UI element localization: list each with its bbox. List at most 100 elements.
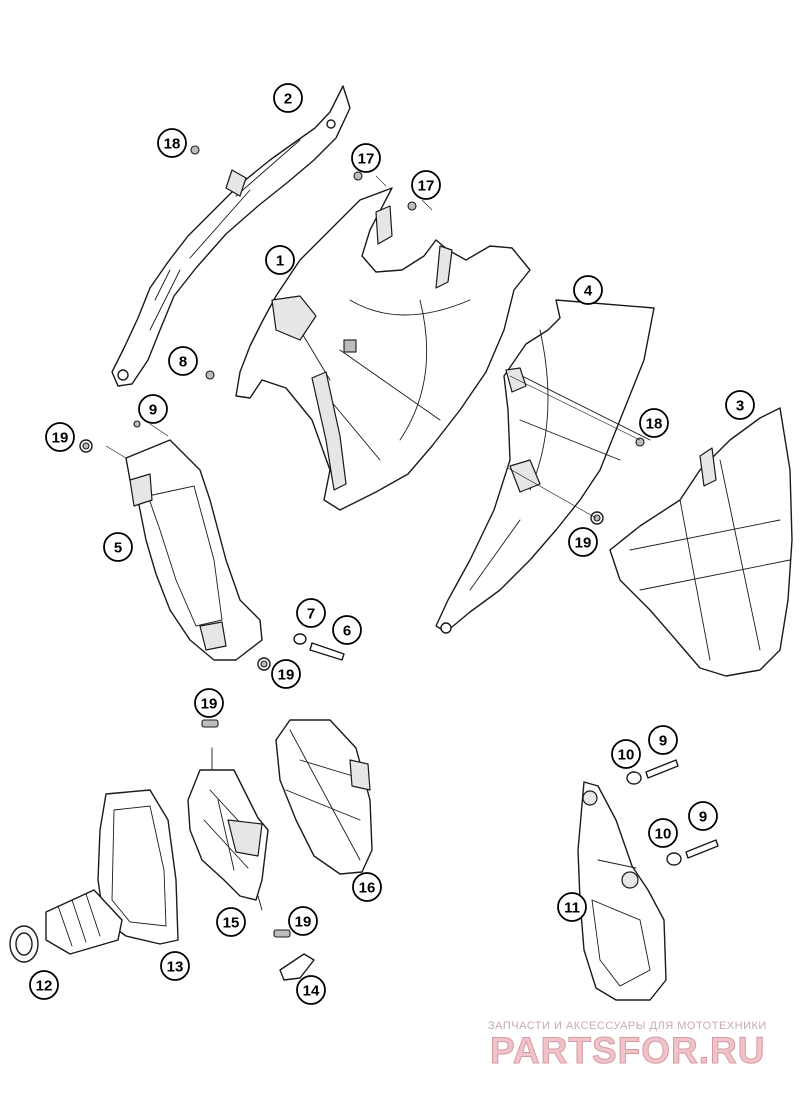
callout-label: 16 — [359, 880, 376, 897]
callout-3: 3 — [725, 390, 755, 420]
part-3-side-cover — [609, 407, 793, 677]
part-14-clip — [279, 953, 315, 981]
callout-1: 1 — [265, 245, 295, 275]
callout-circle — [273, 83, 303, 113]
callout-19: 19 — [271, 659, 301, 689]
callout-label: 2 — [284, 91, 292, 108]
callout-circle — [611, 739, 641, 769]
callout-label: 9 — [699, 809, 707, 826]
part-2-side-rail — [111, 85, 351, 387]
hardware-fasteners — [79, 145, 719, 938]
callout-16: 16 — [352, 872, 382, 902]
callout-label: 4 — [584, 283, 593, 300]
callout-19: 19 — [45, 422, 75, 452]
callout-label: 9 — [659, 733, 667, 750]
callout-label: 11 — [564, 900, 580, 917]
callout-4: 4 — [573, 275, 603, 305]
callout-label: 13 — [167, 959, 184, 976]
callout-label: 3 — [736, 398, 744, 415]
callout-circle — [216, 907, 246, 937]
callout-label: 19 — [278, 667, 295, 684]
callout-circle — [352, 872, 382, 902]
callout-label: 10 — [618, 747, 635, 764]
part-16-filter-cover — [275, 719, 373, 875]
callout-label: 1 — [276, 253, 284, 270]
callout-label: 6 — [343, 623, 351, 640]
callout-2: 2 — [273, 83, 303, 113]
callout-label: 10 — [655, 826, 672, 843]
callout-9: 9 — [688, 801, 718, 831]
callout-8: 8 — [168, 346, 198, 376]
leader-lines — [105, 175, 641, 519]
callout-label: 8 — [179, 354, 187, 371]
callout-label: 18 — [164, 136, 181, 153]
callout-circle — [332, 615, 362, 645]
callout-5: 5 — [103, 532, 133, 562]
part-1-airbox-cover — [235, 187, 531, 511]
part-15-filter-cage — [187, 747, 269, 911]
callout-12: 12 — [29, 970, 59, 1000]
callout-circle — [573, 275, 603, 305]
callout-18: 18 — [639, 408, 669, 438]
callout-circle — [265, 245, 295, 275]
callout-circle — [557, 892, 587, 922]
callout-18: 18 — [157, 128, 187, 158]
callout-label: 19 — [575, 535, 592, 552]
callout-17: 17 — [411, 170, 441, 200]
callout-circle — [568, 527, 598, 557]
callout-circle — [351, 143, 381, 173]
callout-10: 10 — [648, 818, 678, 848]
callout-circle — [725, 390, 755, 420]
callout-10: 10 — [611, 739, 641, 769]
callout-circle — [138, 394, 168, 424]
callout-14: 14 — [296, 975, 326, 1005]
callout-circle — [411, 170, 441, 200]
callout-circle — [29, 970, 59, 1000]
callout-label: 15 — [223, 915, 240, 932]
callout-label: 19 — [295, 914, 312, 931]
callout-circle — [160, 951, 190, 981]
callout-circle — [271, 659, 301, 689]
callout-label: 17 — [358, 151, 375, 168]
callout-label: 19 — [52, 430, 69, 447]
callout-label: 14 — [303, 983, 320, 1000]
callout-circle — [688, 801, 718, 831]
callout-19: 19 — [288, 906, 318, 936]
callout-19: 19 — [194, 688, 224, 718]
callout-label: 7 — [307, 606, 315, 623]
callout-13: 13 — [160, 951, 190, 981]
callout-label: 17 — [418, 178, 435, 195]
callout-circle — [45, 422, 75, 452]
callout-9: 9 — [648, 725, 678, 755]
callout-circle — [168, 346, 198, 376]
callout-circle — [296, 598, 326, 628]
part-5-filter-bracket — [125, 439, 263, 661]
callout-circle — [648, 818, 678, 848]
callout-circle — [288, 906, 318, 936]
part-13-air-filter — [97, 789, 179, 945]
callout-19: 19 — [568, 527, 598, 557]
watermark-tagline: ЗАПЧАСТИ И АКСЕССУАРЫ ДЛЯ МОТОТЕХНИКИ — [488, 1020, 767, 1032]
callout-17: 17 — [351, 143, 381, 173]
callout-label: 5 — [114, 540, 122, 557]
callout-11: 11 — [557, 892, 587, 922]
callout-label: 19 — [201, 696, 218, 713]
part-11-lower-side-cover — [577, 781, 667, 1001]
callout-7: 7 — [296, 598, 326, 628]
callout-circle — [103, 532, 133, 562]
callout-circle — [639, 408, 669, 438]
callout-6: 6 — [332, 615, 362, 645]
watermark-brand: PARTSFOR.RU — [489, 1030, 766, 1072]
callout-circle — [194, 688, 224, 718]
part-12-intake-boot — [9, 889, 123, 963]
callout-circle — [296, 975, 326, 1005]
callout-9: 9 — [138, 394, 168, 424]
callout-circle — [157, 128, 187, 158]
callout-label: 12 — [36, 978, 53, 995]
callout-label: 18 — [646, 416, 663, 433]
part-4-side-panel — [435, 299, 655, 634]
callout-circle — [648, 725, 678, 755]
callout-15: 15 — [216, 907, 246, 937]
